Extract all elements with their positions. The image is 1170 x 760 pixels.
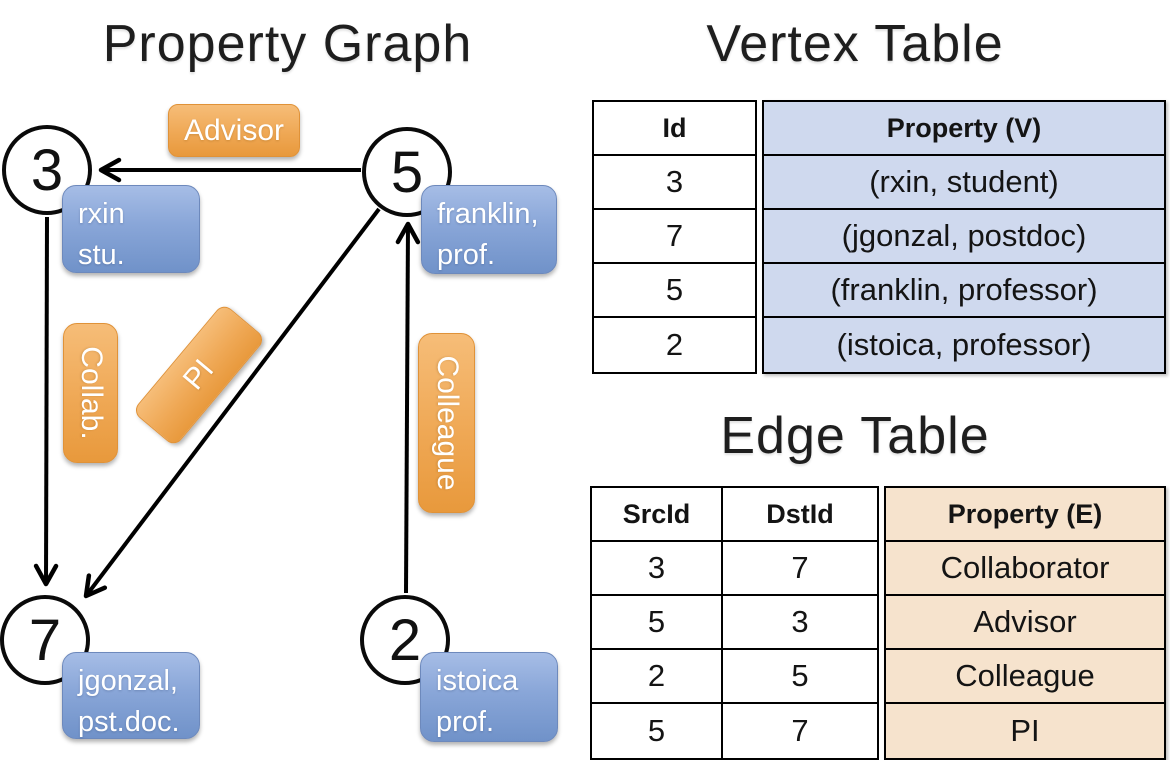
vertex-label-line: prof.: [436, 706, 495, 739]
table-cell: (istoica, professor): [836, 327, 1092, 362]
vertex-label-line: pst.doc.: [78, 706, 180, 739]
table-cell: 5: [723, 650, 877, 704]
edge-table-property-column: Property (E) Collaborator Advisor Collea…: [884, 486, 1166, 760]
vertex-label-rxin: rxin stu.: [62, 185, 200, 273]
vertex-label-line: rxin: [78, 198, 125, 230]
table-cell: PI: [1010, 713, 1040, 748]
column-header: Id: [594, 102, 755, 156]
table-cell: 3: [594, 156, 755, 210]
column-header: Property (V): [764, 102, 1164, 156]
vertex-table-title: Vertex Table: [706, 15, 1004, 73]
table-cell: 3: [723, 596, 877, 650]
table-cell: 7: [791, 713, 809, 748]
table-cell: (rxin, student): [764, 156, 1164, 210]
vertex-label-franklin: franklin, prof.: [421, 185, 557, 274]
table-cell: 5: [594, 264, 755, 318]
vertex-label-line: jgonzal,: [78, 665, 178, 697]
table-cell: 2: [665, 327, 684, 362]
column-header: Property (E): [886, 488, 1164, 542]
vertex-node-5: 5: [362, 127, 452, 217]
vertex-id: 5: [390, 139, 424, 205]
edge-table-srcid-column: SrcId 3 5 2 5: [590, 486, 723, 760]
edge-table-dstid-column: DstId 7 3 5 7: [723, 486, 879, 760]
vertex-label-line: stu.: [78, 239, 125, 272]
table-cell: 7: [723, 542, 877, 596]
table-cell: 3: [592, 542, 721, 596]
edge-table-title: Edge Table: [720, 407, 990, 465]
table-cell: 5: [592, 596, 721, 650]
edge-label-colleague: Colleague: [418, 333, 475, 513]
vertex-label-line: prof.: [437, 239, 496, 272]
table-cell: 2: [592, 650, 721, 704]
edge-label-text: Colleague: [430, 355, 464, 491]
vertex-label-istoica: istoica prof.: [420, 652, 558, 742]
vertex-label-line: istoica: [436, 665, 519, 697]
edge-label-advisor: Advisor: [168, 104, 300, 157]
table-cell: (franklin, professor): [764, 264, 1164, 318]
column-header: SrcId: [592, 488, 721, 542]
table-cell: (jgonzal, postdoc): [764, 210, 1164, 264]
property-graph-title: Property Graph: [102, 15, 473, 73]
vertex-table-property-column: Property (V) (rxin, student) (jgonzal, p…: [762, 100, 1166, 374]
column-header: DstId: [723, 488, 877, 542]
edge-pi-5-to-7: [83, 207, 381, 599]
edge-collab-3-to-7: [33, 216, 59, 587]
vertex-table-id-column: Id 3 7 5 2: [592, 100, 757, 374]
vertex-id: 3: [30, 137, 64, 203]
table-cell: Advisor: [886, 596, 1164, 650]
edge-label-collab: Collab.: [63, 323, 118, 463]
table-cell: 5: [647, 713, 666, 748]
edge-label-text: Collab.: [74, 346, 108, 440]
vertex-node-2: 2: [360, 595, 450, 685]
table-cell: Colleague: [886, 650, 1164, 704]
vertex-id: 2: [388, 607, 422, 673]
edge-label-text: PI: [176, 353, 221, 397]
vertex-label-jgonzal: jgonzal, pst.doc.: [62, 652, 200, 739]
edge-colleague-2-to-5: [395, 221, 421, 594]
table-cell: 7: [594, 210, 755, 264]
vertex-id: 7: [28, 607, 62, 673]
table-cell: Collaborator: [886, 542, 1164, 596]
vertex-label-line: franklin,: [437, 198, 539, 230]
edge-label-text: Advisor: [183, 113, 285, 147]
